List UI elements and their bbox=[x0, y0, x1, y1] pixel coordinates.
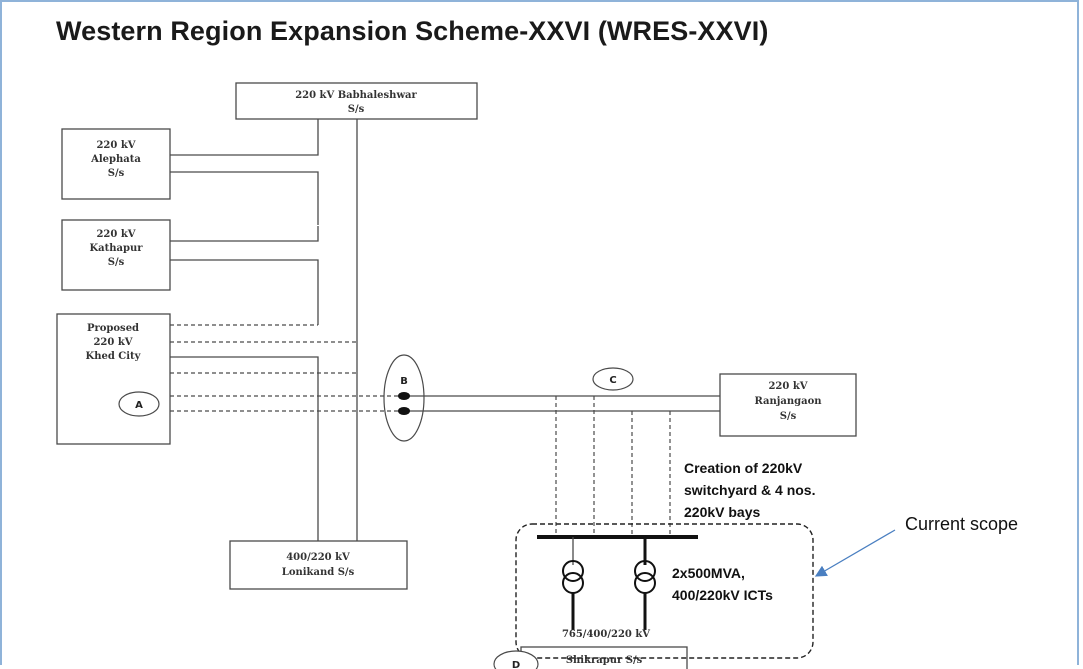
switchyard-note: Creation of 220kV switchyard & 4 nos. 22… bbox=[684, 460, 815, 520]
marker-a-label: A bbox=[135, 400, 143, 411]
lonikand-label-2: Lonikand S/s bbox=[282, 567, 355, 578]
connection-lines bbox=[170, 119, 720, 541]
marker-d-label: D bbox=[512, 660, 520, 669]
substation-alephata: 220 kV Alephata S/s bbox=[61, 128, 171, 200]
current-scope-box bbox=[515, 523, 814, 659]
kathapur-label-1: 220 kV bbox=[96, 229, 135, 240]
line-khed-lonikand bbox=[170, 356, 319, 541]
babhaleshwar-label-1: 220 kV Babhaleshwar bbox=[295, 90, 417, 101]
line-alephata-khed bbox=[170, 171, 319, 225]
ranjangaon-label-3: S/s bbox=[780, 411, 797, 422]
marker-c: C bbox=[592, 367, 634, 391]
scope-arrow-icon bbox=[814, 529, 896, 577]
ranjangaon-label-2: Ranjangaon bbox=[754, 396, 822, 407]
substation-kathapur: 220 kV Kathapur S/s bbox=[61, 219, 171, 291]
lonikand-label-1: 400/220 kV bbox=[286, 552, 350, 563]
alephata-label-3: S/s bbox=[108, 168, 125, 179]
line-kathapur-2 bbox=[170, 259, 319, 325]
switchyard-note-line-3: 220kV bays bbox=[684, 504, 760, 520]
transformer-icon bbox=[634, 560, 656, 582]
ict-note-line-2: 400/220kV ICTs bbox=[672, 587, 773, 603]
ict-note-line-1: 2x500MVA, bbox=[672, 565, 745, 581]
substation-lonikand: 400/220 kV Lonikand S/s bbox=[229, 540, 408, 590]
shikrapur-label-1: 765/400/220 kV bbox=[562, 629, 650, 640]
khed-label-2: 220 kV bbox=[93, 337, 132, 348]
alephata-label-2: Alephata bbox=[90, 154, 141, 165]
shikrapur-switchyard: 765/400/220 kV bbox=[537, 535, 698, 640]
khed-label-1: Proposed bbox=[87, 323, 139, 334]
switchyard-note-line-1: Creation of 220kV bbox=[684, 460, 803, 476]
marker-b-label: B bbox=[400, 376, 408, 387]
marker-a: A bbox=[118, 391, 160, 417]
babhaleshwar-label-2: S/s bbox=[348, 104, 365, 115]
line-kathapur-1 bbox=[170, 226, 319, 242]
khed-label-3: Khed City bbox=[86, 351, 142, 362]
current-scope-label: Current scope bbox=[905, 514, 1018, 534]
substation-babhaleshwar: 220 kV Babhaleshwar S/s bbox=[235, 82, 478, 120]
kathapur-label-3: S/s bbox=[108, 257, 125, 268]
marker-d: D bbox=[493, 650, 539, 669]
shikrapur-label-2: Shikrapur S/s bbox=[566, 655, 643, 666]
transformer-icon bbox=[562, 572, 584, 594]
page-title: Western Region Expansion Scheme-XXVI (WR… bbox=[56, 16, 769, 46]
bus-node-icon bbox=[398, 392, 410, 400]
marker-b: B bbox=[383, 354, 425, 442]
line-alephata-babhaleshwar bbox=[170, 119, 319, 156]
substation-khed-city: Proposed 220 kV Khed City bbox=[56, 313, 171, 445]
bus-node-icon bbox=[398, 407, 410, 415]
substation-ranjangaon: 220 kV Ranjangaon S/s bbox=[719, 373, 857, 437]
transformer-icon bbox=[562, 560, 584, 582]
marker-c-label: C bbox=[609, 375, 616, 386]
switchyard-note-line-2: switchyard & 4 nos. bbox=[684, 482, 815, 498]
ict-note: 2x500MVA, 400/220kV ICTs bbox=[672, 565, 773, 603]
ranjangaon-label-1: 220 kV bbox=[768, 381, 807, 392]
transformer-icon bbox=[634, 572, 656, 594]
alephata-label-1: 220 kV bbox=[96, 140, 135, 151]
kathapur-label-2: Kathapur bbox=[89, 243, 143, 254]
